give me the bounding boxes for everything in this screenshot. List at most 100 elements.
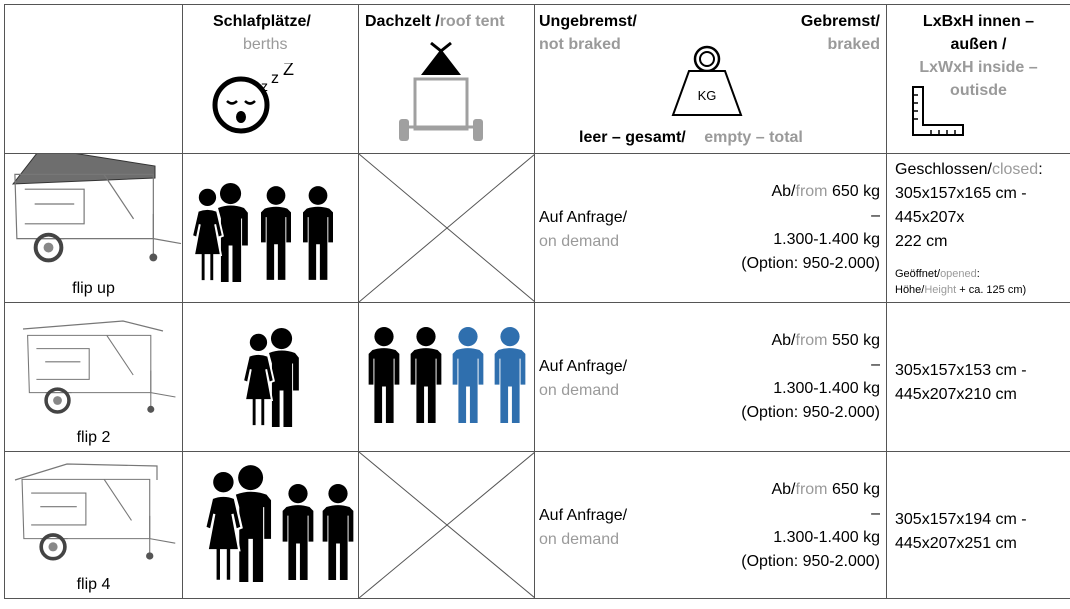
weight-option: (Option: 950-2.000) <box>741 255 880 272</box>
not-available-cross-icon <box>359 452 534 598</box>
dims-cell: Geschlossen/closed: 305x157x165 cm - 445… <box>886 153 1070 303</box>
closed-de: Geschlossen/ <box>895 161 992 178</box>
berths-cell <box>182 302 359 452</box>
svg-text:Z: Z <box>283 63 294 79</box>
model-name: flip 2 <box>76 429 111 446</box>
demand-en: on demand <box>539 233 620 250</box>
empty-total-de: leer – gesamt/ <box>579 129 686 146</box>
dims-line-2: 445x207x251 cm <box>895 535 1017 552</box>
demand-de: Auf Anfrage/ <box>539 209 628 226</box>
weight-badge-text: KG <box>698 88 717 103</box>
unbraked-header-de: Ungebremst/ <box>539 13 637 30</box>
dims-line-2: 445x207x <box>895 209 965 226</box>
table-row: flip 4 Auf Anfrage/ on demand Ab/from 65… <box>4 451 1070 599</box>
opened-colon: : <box>976 268 980 280</box>
ab-label: Ab/ <box>771 481 796 498</box>
from-label: from <box>795 481 828 498</box>
model-name: flip 4 <box>76 576 111 593</box>
weight-dash: – <box>871 207 880 224</box>
dims-header-de-2: außen / <box>950 36 1007 53</box>
berths-header-en: berths <box>243 36 288 53</box>
ab-label: Ab/ <box>771 183 796 200</box>
total-weight: 1.300-1.400 kg <box>773 380 880 397</box>
flip-up-trailer-image <box>11 154 182 264</box>
demand-de: Auf Anfrage/ <box>539 358 628 375</box>
total-weight: 1.300-1.400 kg <box>773 231 880 248</box>
weight-cell: Auf Anfrage/ on demand Ab/from 550 kg – … <box>534 302 887 452</box>
dims-line-1: 305x157x153 cm - <box>895 362 1027 379</box>
height-add: + ca. 125 cm) <box>959 284 1027 296</box>
weight-kg-icon: KG <box>671 45 743 116</box>
model-image-cell: flip 2 <box>4 302 183 452</box>
svg-text:z: z <box>271 70 279 87</box>
demand-de: Auf Anfrage/ <box>539 507 628 524</box>
header-rooftent-cell: Dachzelt /roof tent <box>358 4 535 154</box>
unbraked-header-en: not braked <box>539 36 621 53</box>
not-available-cross-icon <box>359 154 534 302</box>
berths-cell <box>182 451 359 599</box>
rooftent-cell <box>358 153 535 303</box>
header-dims-cell: LxBxH innen – außen / LxWxH inside – out… <box>886 4 1070 154</box>
dims-line-3: 222 cm <box>895 233 948 250</box>
rooftent-cell <box>358 451 535 599</box>
rooftent-persons-icon <box>368 327 526 423</box>
empty-weight: 550 kg <box>831 332 880 349</box>
ab-label: Ab/ <box>771 332 796 349</box>
opened-note: Geöffnet/opened: Höhe/Height + ca. 125 c… <box>895 266 1026 298</box>
weight-cell: Auf Anfrage/ on demand Ab/from 650 kg – … <box>534 451 887 599</box>
header-berths-cell: Schlafplätze/ berths z z Z <box>182 4 359 154</box>
table-row: flip 2 Auf Anfrage/ on demand Ab/from 55… <box>4 302 1070 452</box>
height-de: Höhe/ <box>895 284 925 296</box>
model-name: flip up <box>72 280 115 297</box>
empty-weight: 650 kg <box>831 481 880 498</box>
ruler-icon <box>912 86 964 136</box>
berths-cell <box>182 153 359 303</box>
dims-line-1: 305x157x165 cm - <box>895 185 1027 202</box>
from-label: from <box>795 183 828 200</box>
sleep-z-icon: z <box>261 78 268 94</box>
rooftent-header-de: Dachzelt / <box>365 13 440 30</box>
header-empty-cell <box>4 4 183 154</box>
empty-total-en: empty – total <box>704 129 803 146</box>
from-label: from <box>795 332 828 349</box>
flip-4-trailer-image <box>14 463 178 562</box>
closed-colon: : <box>1038 161 1043 178</box>
weight-option: (Option: 950-2.000) <box>741 553 880 570</box>
total-weight: 1.300-1.400 kg <box>773 529 880 546</box>
roof-tent-trailer-icon <box>399 41 483 141</box>
dims-line-1: 305x157x194 cm - <box>895 511 1027 528</box>
braked-header-en: braked <box>827 36 880 53</box>
dims-header-en-1: LxWxH inside – <box>919 59 1038 76</box>
demand-en: on demand <box>539 382 620 399</box>
berths-persons-icon <box>242 327 300 427</box>
berths-persons-icon <box>191 182 333 282</box>
demand-en: on demand <box>539 531 620 548</box>
rooftent-header-en: roof tent <box>439 13 505 30</box>
opened-en: opened <box>940 268 977 280</box>
dims-cell: 305x157x194 cm - 445x207x251 cm <box>886 451 1070 599</box>
berths-persons-icon <box>204 464 354 582</box>
model-image-cell: flip 4 <box>4 451 183 599</box>
spec-table: Schlafplätze/ berths z z Z Dachzelt /roo… <box>4 4 1070 599</box>
weight-dash: – <box>871 356 880 373</box>
empty-weight: 650 kg <box>831 183 880 200</box>
header-weight-cell: Ungebremst/ not braked Gebremst/ braked … <box>534 4 887 154</box>
braked-header-de: Gebremst/ <box>800 13 880 30</box>
table-row: flip up Auf Anfrage/ on demand Ab/from 6… <box>4 153 1070 303</box>
height-en: Height <box>924 284 957 296</box>
closed-en: closed <box>991 161 1039 178</box>
dims-line-2: 445x207x210 cm <box>895 386 1017 403</box>
dims-header-en-2: outisde <box>950 82 1007 99</box>
dims-cell: 305x157x153 cm - 445x207x210 cm <box>886 302 1070 452</box>
berths-header-de: Schlafplätze/ <box>213 13 311 30</box>
model-image-cell: flip up <box>4 153 183 303</box>
header-row: Schlafplätze/ berths z z Z Dachzelt /roo… <box>4 4 1070 154</box>
sleeping-face-icon: z z Z <box>212 63 294 134</box>
weight-cell: Auf Anfrage/ on demand Ab/from 650 kg – … <box>534 153 887 303</box>
dims-header-de-1: LxBxH innen – <box>922 13 1035 30</box>
flip-2-trailer-image <box>22 320 178 415</box>
weight-dash: – <box>871 505 880 522</box>
opened-de: Geöffnet/ <box>895 268 941 280</box>
weight-option: (Option: 950-2.000) <box>741 404 880 421</box>
rooftent-cell <box>358 302 535 452</box>
